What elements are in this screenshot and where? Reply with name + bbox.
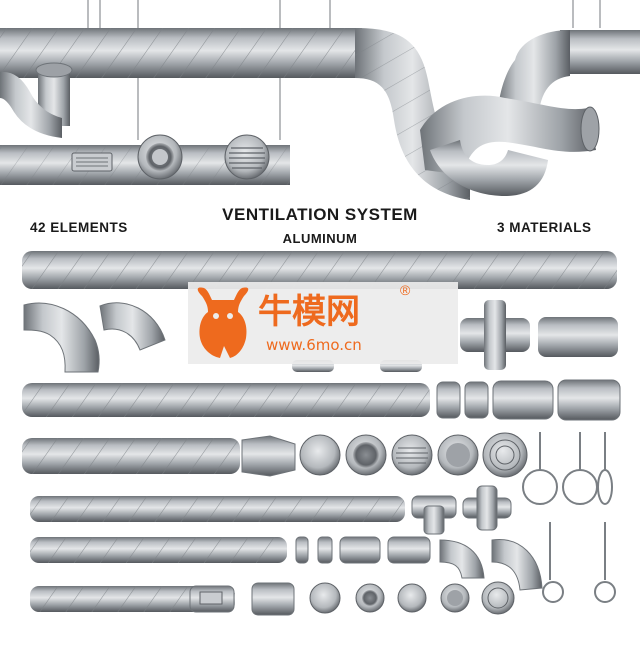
registered-mark: ® (400, 282, 411, 298)
product-title: VENTILATION SYSTEM (222, 205, 418, 224)
element-count-label: 42 ELEMENTS (30, 220, 128, 235)
assembled-system (0, 0, 640, 200)
material-count-label: 3 MATERIALS (497, 220, 592, 235)
watermark-url: www.6mo.cn (266, 336, 362, 354)
watermark-banner: 牛模网 ® www.6mo.cn (188, 282, 458, 364)
material-label: ALUMINUM (282, 231, 358, 246)
watermark-brand: 牛模网 (258, 292, 360, 332)
parts-catalog (22, 251, 621, 616)
bull-logo-icon (197, 287, 249, 358)
